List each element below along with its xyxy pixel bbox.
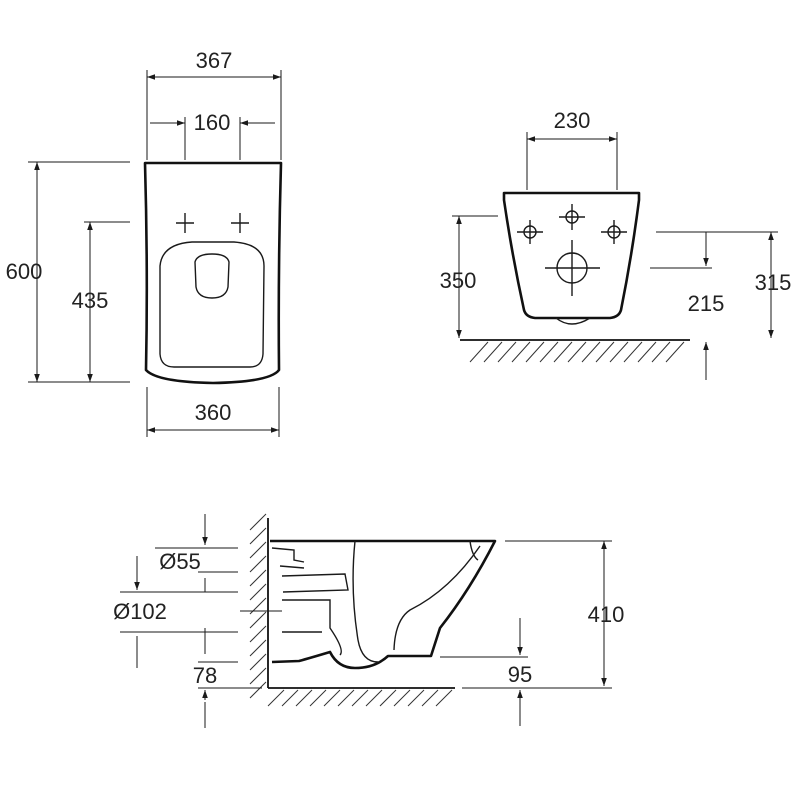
side-wall-hatch <box>249 513 267 699</box>
side-bowl-inner <box>352 540 379 663</box>
rear-body-outline <box>502 191 641 320</box>
dim-rear-inlet-height: 215 <box>688 291 725 316</box>
rear-fixing-right <box>601 220 627 244</box>
front-seat-outline <box>159 241 265 368</box>
rear-fixing-center <box>559 204 585 230</box>
rear-outlet-bulge <box>555 317 591 325</box>
dim-rear-height-left: 350 <box>440 268 477 293</box>
dim-width-bottom: 360 <box>195 400 232 425</box>
rear-fixing-left <box>517 220 543 244</box>
dim-height-fixing: 435 <box>72 288 109 313</box>
fixing-hole-right <box>231 213 249 233</box>
side-floor-hatch <box>267 689 453 707</box>
front-view: 367 160 600 435 360 <box>6 48 283 437</box>
rear-view: 230 350 315 215 <box>440 108 792 380</box>
side-outlet-pipe <box>282 599 342 656</box>
dim-floor-clearance: 95 <box>508 662 532 687</box>
dim-dia-small: Ø55 <box>159 549 201 574</box>
side-rim <box>469 540 479 561</box>
front-bowl-outline <box>143 161 283 385</box>
side-view: Ø55 Ø102 78 410 95 <box>113 513 625 728</box>
dim-fixing-spacing: 160 <box>194 110 231 135</box>
dim-side-height-total: 410 <box>588 602 625 627</box>
dim-outlet-height: 78 <box>193 663 217 688</box>
side-bowl-surface <box>393 545 481 651</box>
rear-floor-hatch <box>469 341 685 363</box>
dim-rear-spacing: 230 <box>554 108 591 133</box>
dim-dia-large: Ø102 <box>113 599 167 624</box>
dim-width-top: 367 <box>196 48 233 73</box>
side-body-outline <box>270 539 497 670</box>
fixing-hole-left <box>176 213 194 233</box>
rear-outlet-symbol <box>545 240 600 296</box>
dim-rear-height-right: 315 <box>755 270 792 295</box>
front-bowl-opening <box>194 253 230 299</box>
dim-height-total: 600 <box>6 259 43 284</box>
side-inlet-pipe <box>271 547 349 593</box>
